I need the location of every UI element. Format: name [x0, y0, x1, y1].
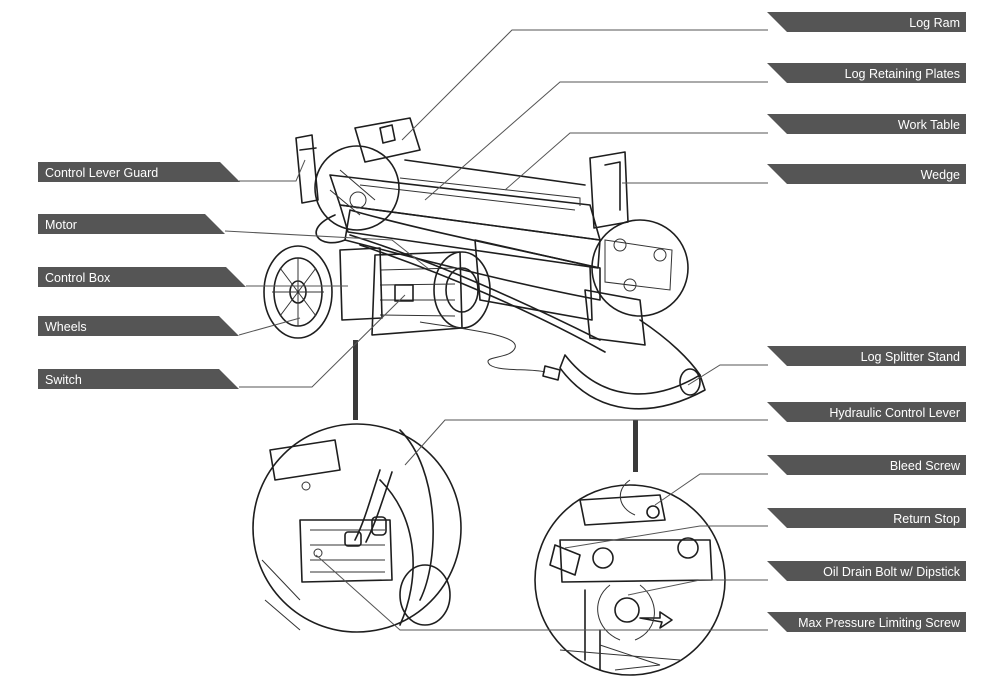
svg-text:Hydraulic Control Lever: Hydraulic Control Lever	[829, 406, 960, 420]
label-oil-drain-bolt: Oil Drain Bolt w/ Dipstick	[767, 561, 966, 581]
label-control-lever-guard: Control Lever Guard	[38, 162, 240, 182]
label-control-box: Control Box	[38, 267, 246, 287]
detail-hydraulic-lever	[252, 423, 462, 633]
svg-text:Bleed Screw: Bleed Screw	[890, 459, 961, 473]
label-log-splitter-stand: Log Splitter Stand	[767, 346, 966, 366]
log-splitter-illustration	[263, 117, 706, 410]
svg-text:Log Splitter Stand: Log Splitter Stand	[861, 350, 960, 364]
svg-text:Motor: Motor	[45, 218, 77, 232]
detail-valve-assembly	[534, 479, 726, 676]
svg-text:Control Lever Guard: Control Lever Guard	[45, 166, 158, 180]
svg-text:Wheels: Wheels	[45, 320, 87, 334]
svg-text:Return Stop: Return Stop	[893, 512, 960, 526]
label-switch: Switch	[38, 369, 239, 389]
label-log-ram: Log Ram	[767, 12, 966, 32]
leader-lines	[224, 29, 768, 631]
label-return-stop: Return Stop	[767, 508, 966, 528]
label-max-pressure-screw: Max Pressure Limiting Screw	[767, 612, 966, 632]
svg-text:Log Retaining Plates: Log Retaining Plates	[845, 67, 960, 81]
svg-text:Max Pressure Limiting Screw: Max Pressure Limiting Screw	[798, 616, 961, 630]
svg-text:Oil Drain Bolt w/ Dipstick: Oil Drain Bolt w/ Dipstick	[823, 565, 961, 579]
detail-connector-left	[353, 340, 358, 420]
label-motor: Motor	[38, 214, 225, 234]
svg-text:Control Box: Control Box	[45, 271, 111, 285]
label-hydraulic-control-lever: Hydraulic Control Lever	[767, 402, 966, 422]
detail-connector-right	[633, 420, 638, 472]
svg-text:Log Ram: Log Ram	[909, 16, 960, 30]
svg-text:Wedge: Wedge	[921, 168, 960, 182]
label-wheels: Wheels	[38, 316, 239, 336]
svg-text:Work Table: Work Table	[898, 118, 960, 132]
label-bleed-screw: Bleed Screw	[767, 455, 966, 475]
svg-text:Switch: Switch	[45, 373, 82, 387]
label-wedge: Wedge	[767, 164, 966, 184]
label-log-retaining-plates: Log Retaining Plates	[767, 63, 966, 83]
label-work-table: Work Table	[767, 114, 966, 134]
